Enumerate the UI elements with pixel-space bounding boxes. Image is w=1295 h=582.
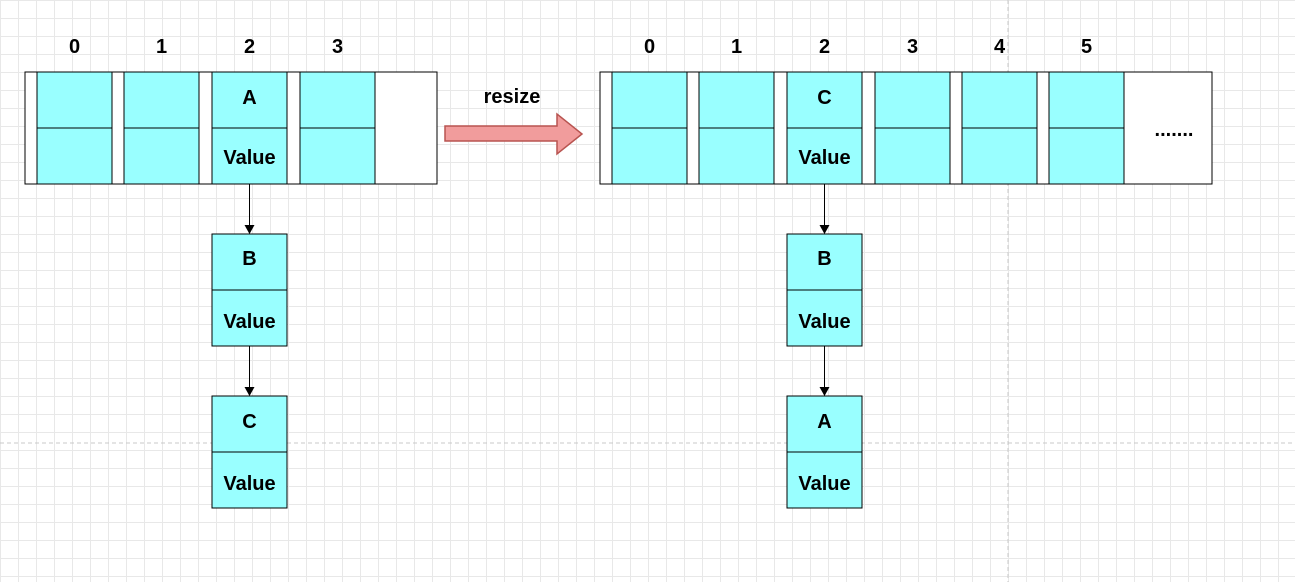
after-hash-table: C Value ....... 0 1 2 3 4 5 [599,36,1213,185]
before-chain-node-2-value: Value [223,473,275,495]
resize-arrow-icon [444,112,584,156]
before-chain-node-2-key: C [242,411,256,433]
before-chain-node-2: C Value [211,395,288,509]
before-chain-node-1-value: Value [223,311,275,333]
after-index-4: 4 [994,36,1006,58]
before-slot-3 [299,71,376,185]
before-slot-2: A Value [211,71,288,185]
after-chain-node-2-value: Value [798,473,850,495]
resize-label: resize [484,86,541,108]
after-slot-3 [874,71,951,185]
before-hash-table: A Value 0 1 2 3 [24,36,438,185]
after-chain-node-1-value: Value [798,311,850,333]
before-slot-1 [123,71,200,185]
after-slot-4 [961,71,1038,185]
after-index-0: 0 [644,36,655,58]
before-index-1: 1 [156,36,167,58]
after-ellipsis: ....... [1155,119,1194,141]
after-chain-node-1: B Value [786,233,863,347]
after-slot-5 [1048,71,1125,185]
before-chain-node-1: B Value [211,233,288,347]
after-slot-0 [611,71,688,185]
after-index-3: 3 [907,36,918,58]
after-index-5: 5 [1081,36,1092,58]
after-chain-node-2: A Value [786,395,863,509]
after-chain-node-1-key: B [817,248,831,270]
before-chain-node-1-key: B [242,248,256,270]
after-slot-2: C Value [786,71,863,185]
after-index-1: 1 [731,36,742,58]
before-bucket-key: A [242,87,256,109]
after-bucket-value: Value [798,147,850,169]
after-index-2: 2 [819,36,830,58]
before-bucket-value: Value [223,147,275,169]
before-index-2: 2 [244,36,255,58]
after-slot-1 [698,71,775,185]
resize-arrow: resize [444,86,584,156]
after-chain-node-2-key: A [817,411,831,433]
after-bucket-key: C [817,87,831,109]
before-index-0: 0 [69,36,80,58]
before-slot-0 [36,71,113,185]
before-index-3: 3 [332,36,343,58]
